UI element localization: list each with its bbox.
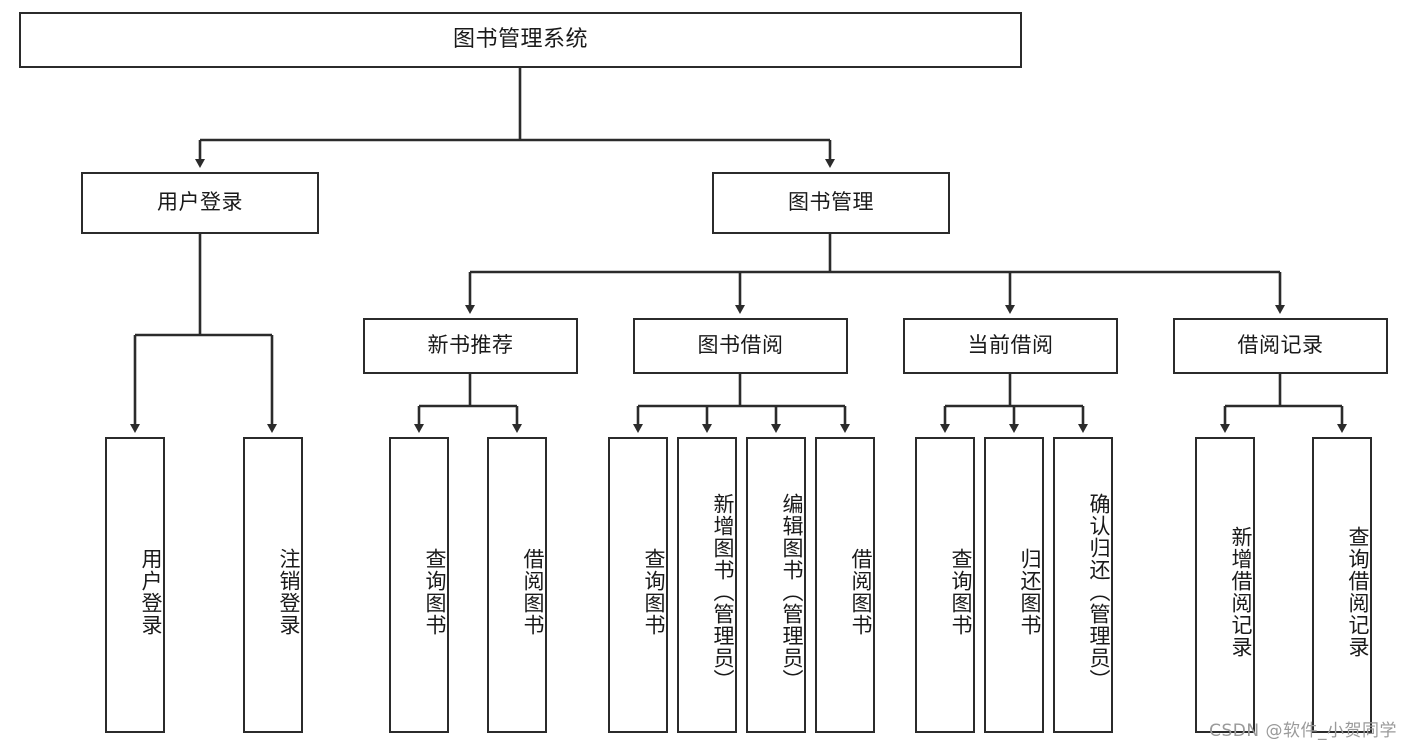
leaf-user-login[interactable]: 用户登录 xyxy=(105,437,165,733)
node-new-book-recommend[interactable]: 新书推荐 xyxy=(363,318,578,374)
leaf-borrow-books-newbook[interactable]: 借阅图书 xyxy=(487,437,547,733)
leaf-confirm-return-admin[interactable]: 确认归还（管理员） xyxy=(1053,437,1113,733)
edge-userlogin-to-leaves xyxy=(130,234,277,433)
node-borrow-records[interactable]: 借阅记录 xyxy=(1173,318,1388,374)
leaf-label: 查询借阅记录 xyxy=(1346,526,1370,658)
leaf-edit-book-admin[interactable]: 编辑图书（管理员） xyxy=(746,437,806,733)
edge-newbook-to-leaves xyxy=(414,374,522,433)
leaf-label: 用户登录 xyxy=(139,548,163,636)
leaf-label: 归还图书 xyxy=(1018,548,1042,636)
leaf-add-book-admin[interactable]: 新增图书（管理员） xyxy=(677,437,737,733)
leaf-label: 查询图书 xyxy=(949,548,973,636)
leaf-label: 新增图书（管理员） xyxy=(711,493,735,691)
leaf-query-books-current[interactable]: 查询图书 xyxy=(915,437,975,733)
edge-root-to-level2 xyxy=(195,68,835,168)
node-new-book-recommend-label: 新书推荐 xyxy=(427,333,514,358)
leaf-query-books-newbook[interactable]: 查询图书 xyxy=(389,437,449,733)
edge-current-to-leaves xyxy=(940,374,1088,433)
node-borrow-records-label: 借阅记录 xyxy=(1237,333,1324,358)
node-book-borrow[interactable]: 图书借阅 xyxy=(633,318,848,374)
node-root[interactable]: 图书管理系统 xyxy=(19,12,1022,68)
watermark: CSDN @软件_小贺同学 xyxy=(1209,721,1397,741)
leaf-query-books-borrow[interactable]: 查询图书 xyxy=(608,437,668,733)
edge-bookmgmt-to-level3 xyxy=(465,234,1285,314)
node-current-borrow[interactable]: 当前借阅 xyxy=(903,318,1118,374)
node-book-borrow-label: 图书借阅 xyxy=(697,333,784,358)
leaf-label: 借阅图书 xyxy=(521,548,545,636)
leaf-label: 注销登录 xyxy=(277,548,301,636)
node-book-management[interactable]: 图书管理 xyxy=(712,172,950,234)
node-book-management-label: 图书管理 xyxy=(788,190,874,215)
node-current-borrow-label: 当前借阅 xyxy=(967,333,1054,358)
edge-borrow-to-leaves xyxy=(633,374,850,433)
leaf-label: 编辑图书（管理员） xyxy=(780,493,804,691)
node-user-login-label: 用户登录 xyxy=(157,190,243,215)
leaf-query-borrow-record[interactable]: 查询借阅记录 xyxy=(1312,437,1372,733)
node-user-login[interactable]: 用户登录 xyxy=(81,172,319,234)
leaf-label: 新增借阅记录 xyxy=(1229,526,1253,658)
leaf-add-borrow-record[interactable]: 新增借阅记录 xyxy=(1195,437,1255,733)
leaf-label: 确认归还（管理员） xyxy=(1087,493,1111,691)
edge-records-to-leaves xyxy=(1220,374,1347,433)
leaf-label: 借阅图书 xyxy=(849,548,873,636)
leaf-label: 查询图书 xyxy=(642,548,666,636)
node-root-label: 图书管理系统 xyxy=(452,26,588,52)
leaf-label: 查询图书 xyxy=(423,548,447,636)
leaf-borrow-books[interactable]: 借阅图书 xyxy=(815,437,875,733)
leaf-logout-login[interactable]: 注销登录 xyxy=(243,437,303,733)
leaf-return-books[interactable]: 归还图书 xyxy=(984,437,1044,733)
